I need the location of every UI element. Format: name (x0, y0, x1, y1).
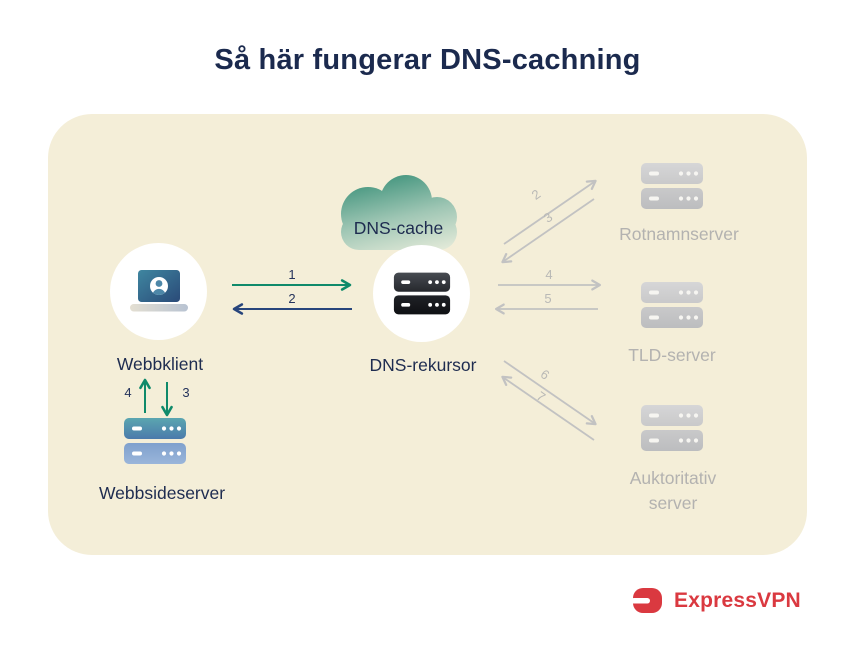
expressvpn-logo: ExpressVPN (631, 586, 801, 616)
dns-server-icon (393, 272, 450, 315)
step-label-client-to-recursor: 1 (288, 267, 296, 282)
webbsideserver-icon (124, 418, 186, 464)
auktoritativ-server-label-line1: Auktoritativ (629, 468, 717, 488)
laptop-icon (129, 269, 188, 311)
arrow-recursor-to-auth (503, 360, 597, 426)
step-label-recursor-to-client: 2 (288, 291, 296, 306)
flow-arrows (139, 179, 602, 441)
expressvpn-wordmark: ExpressVPN (674, 589, 801, 612)
auktoritativ-server-label-line2: server (648, 493, 698, 513)
webbklient-label: Webbklient (116, 354, 204, 374)
rotnamnserver-icon (641, 163, 703, 209)
page-title: Så här fungerar DNS-cachning (214, 44, 641, 76)
step-label-webserver-to-client: 4 (124, 385, 132, 400)
webbsideserver-label: Webbsideserver (98, 483, 226, 503)
rotnamnserver-label: Rotnamnserver (619, 224, 739, 244)
arrow-auth-to-recursor (501, 375, 595, 441)
step-label-tld-to-recursor: 5 (544, 291, 552, 306)
tld-server-label: TLD-server (628, 345, 716, 365)
dns-rekursor-node (373, 245, 470, 342)
auktoritativ-server-icon (641, 405, 703, 451)
dns-rekursor-label: DNS-rekursor (369, 355, 477, 375)
dns-cache-cloud-icon (341, 175, 457, 250)
arrow-recursor-to-root (503, 179, 597, 245)
step-label-recursor-to-tld: 4 (545, 267, 553, 282)
tld-server-icon (641, 282, 703, 328)
dns-cache-label: DNS-cache (353, 218, 444, 238)
diagram-panel: DNS-cache (48, 114, 807, 555)
step-label-client-to-webserver: 3 (182, 385, 190, 400)
arrow-root-to-recursor (501, 198, 595, 264)
expressvpn-icon (631, 588, 662, 613)
webbklient-node (110, 243, 207, 340)
